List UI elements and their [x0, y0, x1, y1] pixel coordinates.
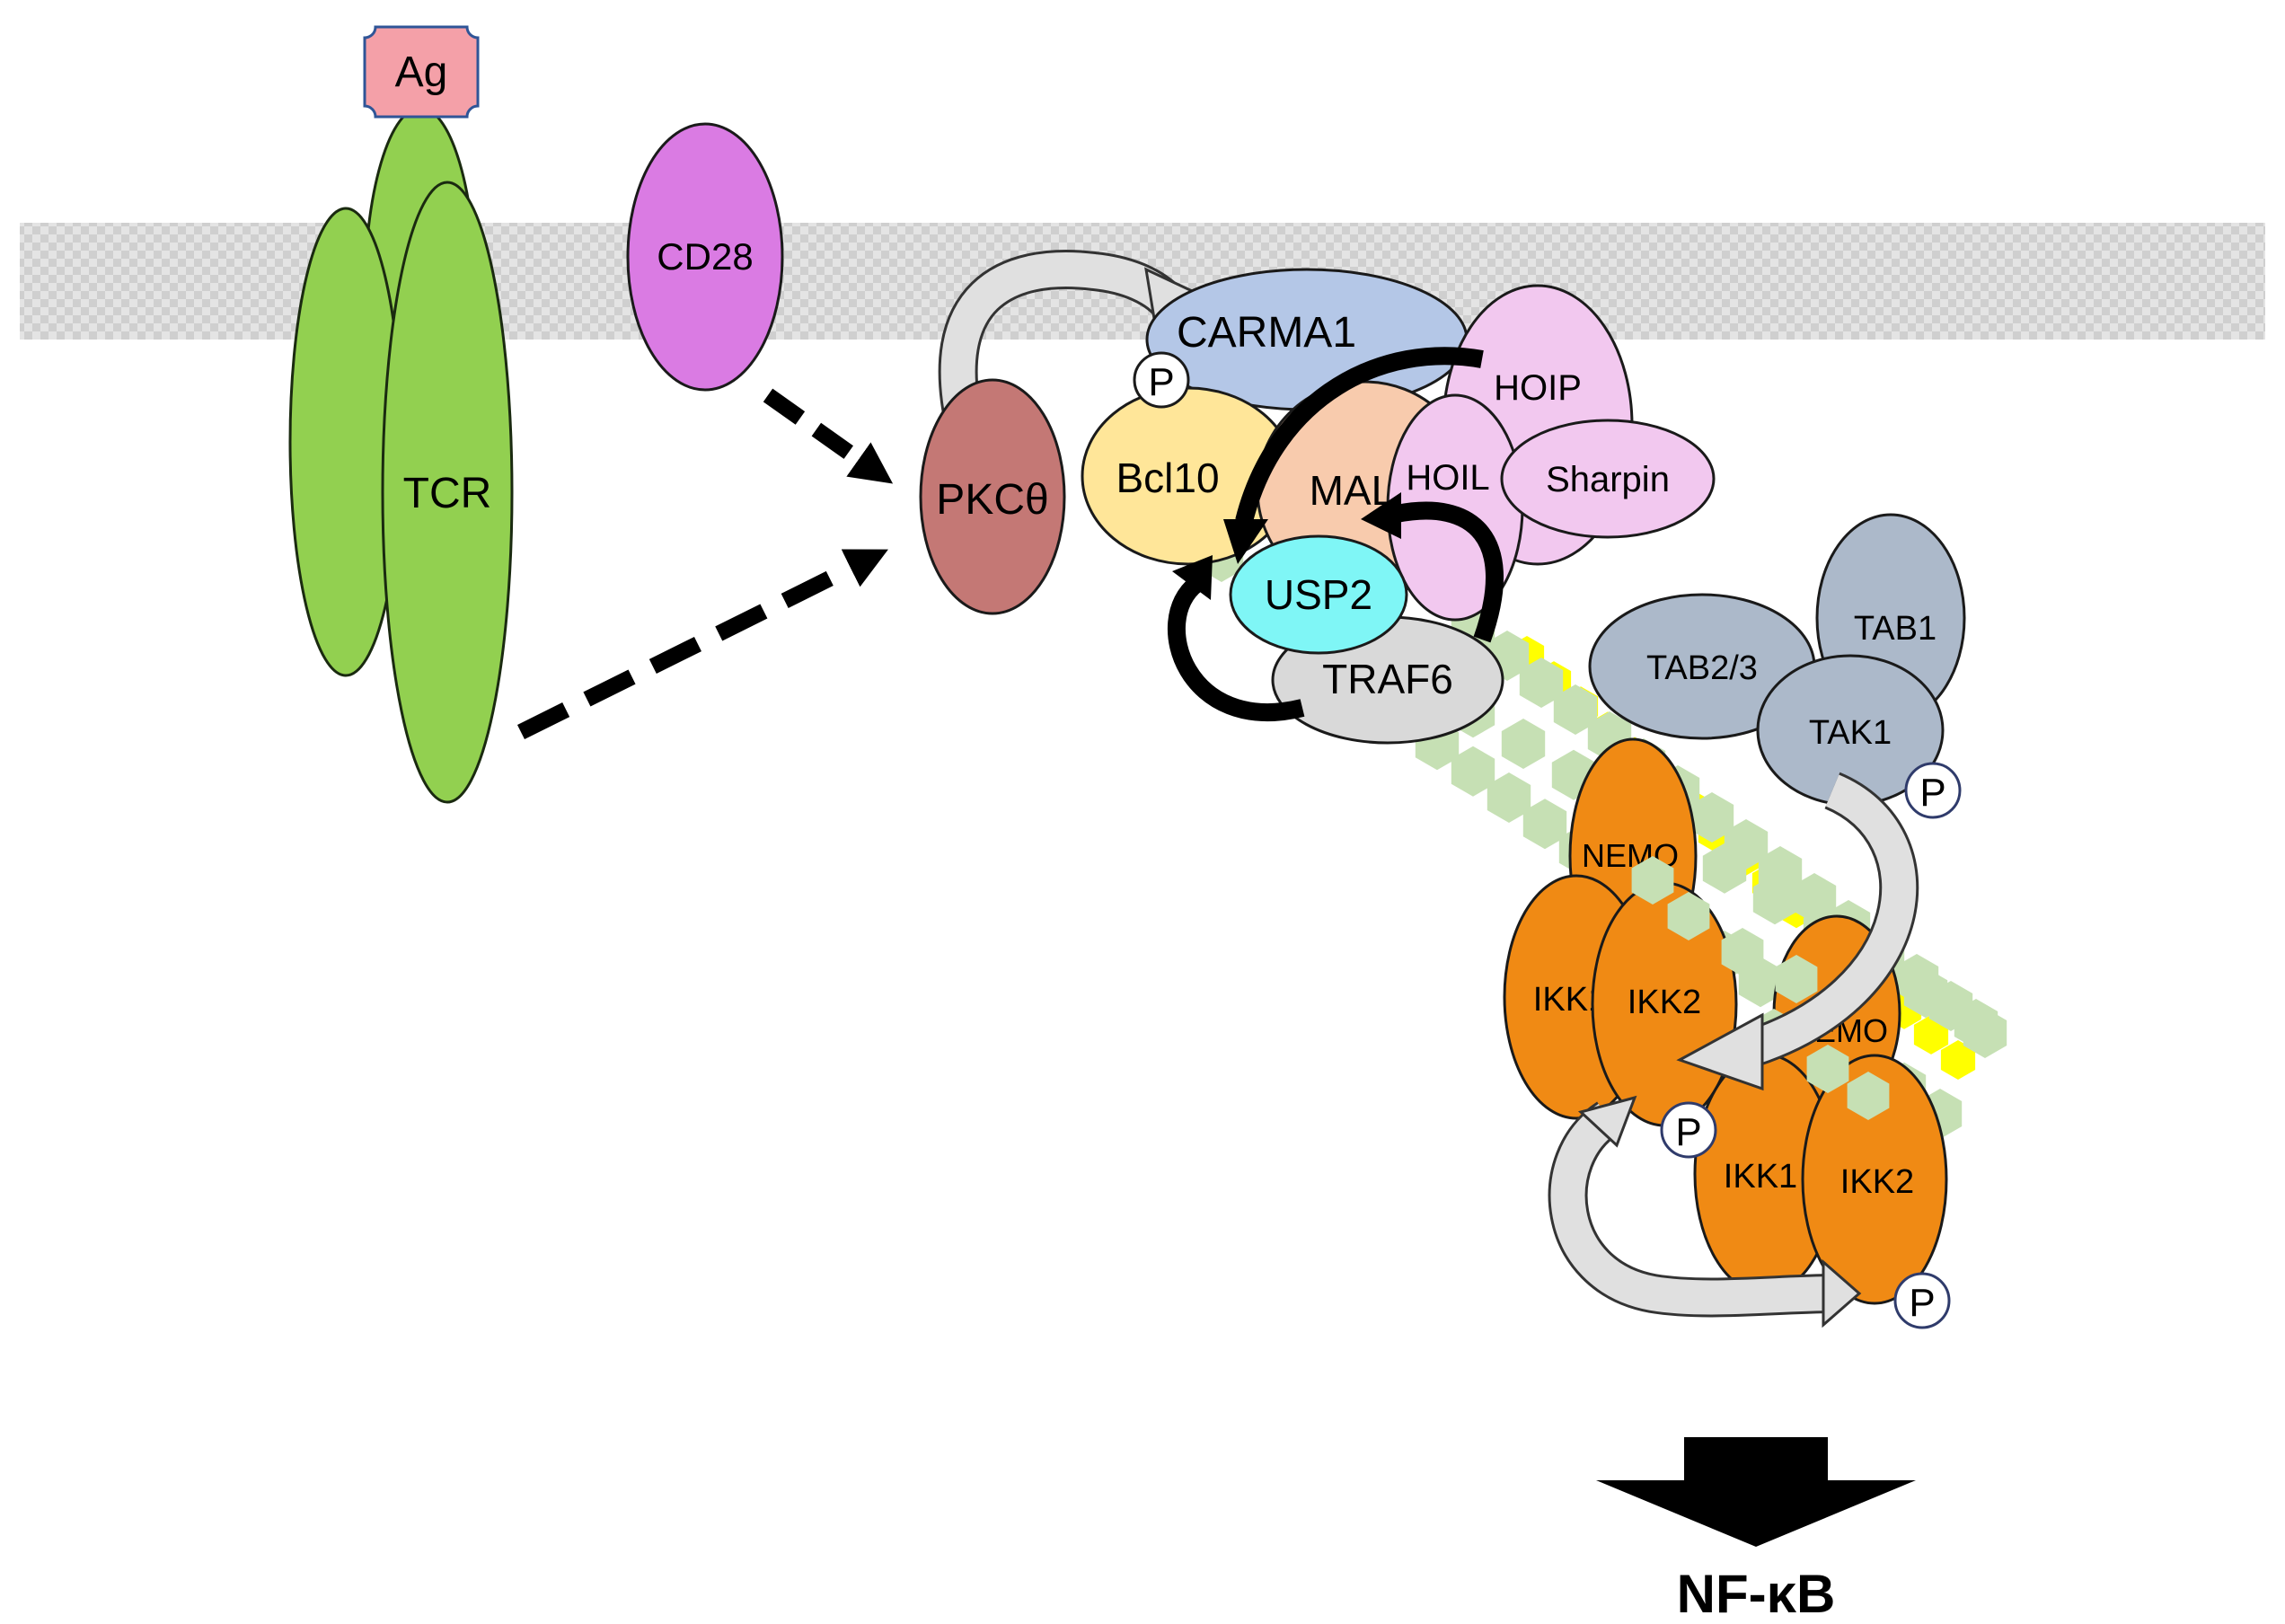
k63-ubiquitin-bead: [1758, 846, 1803, 896]
arrow-traf6-loop: [1168, 577, 1305, 721]
k63-ubiquitin-bead: [1501, 719, 1546, 769]
k63-ubiquitin-bead: [1451, 746, 1495, 797]
k63-ubiquitin-bead: [1667, 892, 1710, 940]
tab1-label: TAB1: [1854, 610, 1937, 648]
tcr-front-chain: [381, 181, 514, 804]
svg-text:P: P: [1919, 771, 1945, 815]
bcl10-label: Bcl10: [1116, 455, 1219, 501]
antigen-label: Ag: [395, 49, 448, 96]
ikk2-2-shape: [1801, 1054, 1948, 1305]
phospho-ikk2-1: P: [1660, 1101, 1717, 1159]
tcr-complex: TCR: [288, 106, 514, 804]
nfkb-output: NF-κB: [1596, 1437, 1916, 1624]
svg-text:P: P: [1675, 1110, 1701, 1154]
dashed-arrow-tcr-to-pkc: [516, 549, 888, 740]
k63-ubiquitin-bead: [1928, 981, 1973, 1031]
ubiquitin-chains-over-ikk: [1631, 856, 1890, 1120]
carma1: CARMA1: [1145, 268, 1469, 411]
k63-ubiquitin-bead: [1487, 772, 1531, 823]
tab-tak-complex: TAB1 TAB2/3 TAK1: [1588, 513, 1966, 807]
output-arrow: [1596, 1437, 1916, 1547]
dashed-arrow-cd28-to-pkc: [763, 388, 894, 484]
k63-ubiquitin-bead: [1522, 799, 1567, 850]
k63-ubiquitin-bead: [1553, 684, 1598, 735]
ikk2-2-label: IKK2: [1840, 1163, 1914, 1201]
cd28-label: CD28: [657, 235, 753, 278]
curved-arrow-ikk-trans: [1548, 1095, 1862, 1328]
sharpin-label: Sharpin: [1546, 460, 1670, 499]
curved-arrow-tak1-to-ikk2: [1676, 772, 1919, 1091]
usp2: USP2: [1229, 534, 1408, 655]
svg-text:P: P: [1148, 360, 1174, 404]
k63-ubiquitin-bead: [1894, 954, 1939, 1004]
sharpin-shape: [1500, 419, 1716, 539]
linear-ubiquitin-bead: [1913, 1014, 1949, 1055]
hoip-label: HOIP: [1494, 368, 1582, 408]
k63-ubiquitin-bead: [1847, 1072, 1890, 1120]
antigen: Ag: [363, 25, 480, 119]
cd28: CD28: [626, 122, 784, 392]
ikk-complex-1: NEMO IKK1 IKK2: [1503, 737, 1738, 1127]
ikk2-1-label: IKK2: [1628, 984, 1701, 1021]
k63-ubiquitin-bead: [1721, 928, 1764, 976]
linear-ubiquitin-bead: [1940, 1040, 1976, 1080]
k63-ubiquitin-bead: [1519, 658, 1564, 708]
pkc-theta-label: PKCθ: [936, 476, 1048, 524]
traf6-label: TRAF6: [1322, 656, 1453, 702]
k63-ubiquitin-bead: [1724, 819, 1769, 869]
tak1-label: TAK1: [1809, 714, 1892, 752]
phospho-carma1: P: [1133, 351, 1190, 409]
tcr-label: TCR: [403, 470, 492, 517]
tab23-label: TAB2/3: [1646, 649, 1758, 687]
k63-ubiquitin-bead: [1806, 1045, 1849, 1093]
k63-ubiquitin-bead: [1631, 856, 1674, 905]
k63-ubiquitin-bead: [1689, 792, 1734, 843]
sharpin: Sharpin: [1500, 419, 1716, 539]
usp2-label: USP2: [1265, 571, 1372, 618]
hoil-label: HOIL: [1406, 458, 1489, 498]
arrow-hoip-to-bcl10: [1235, 347, 1484, 524]
nfkb-label: NF-κB: [1677, 1564, 1836, 1624]
k63-ubiquitin-bead: [1792, 873, 1837, 923]
pkc-theta-shape: [919, 378, 1066, 615]
ikk1-2-label: IKK1: [1724, 1158, 1797, 1196]
svg-text:P: P: [1909, 1281, 1935, 1325]
carma1-label: CARMA1: [1177, 309, 1356, 357]
k63-ubiquitin-bead: [1963, 1008, 2007, 1058]
pkc-theta: PKCθ: [919, 378, 1066, 615]
k63-ubiquitin-bead: [1775, 955, 1818, 1003]
black-curved-arrows: [1168, 347, 1504, 721]
phospho-tak1: P: [1904, 762, 1962, 819]
phospho-ikk2-2: P: [1893, 1272, 1951, 1329]
antigen-shape: [363, 25, 480, 119]
usp2-shape: [1229, 534, 1408, 655]
arrow-traf6-to-usp2: [1395, 501, 1504, 643]
cd28-shape: [626, 122, 784, 392]
